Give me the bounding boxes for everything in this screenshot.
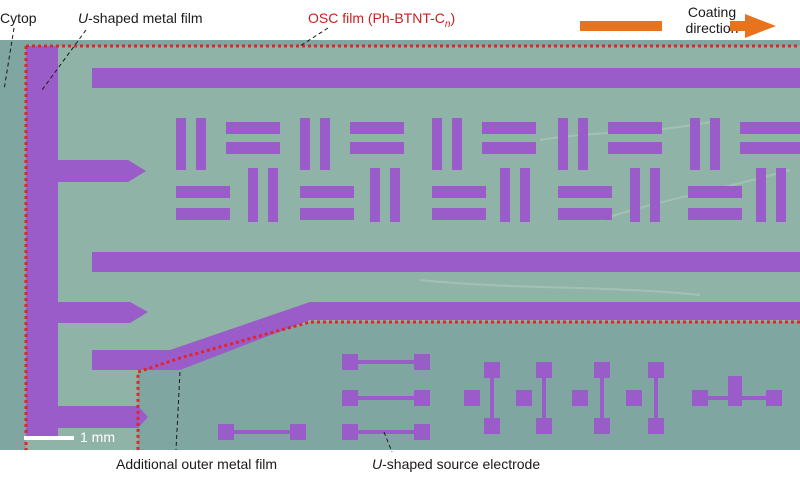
osc-film-label: OSC film (Ph-BTNT-Cn) bbox=[308, 10, 455, 30]
u-metal-suffix: -shaped metal film bbox=[88, 10, 203, 26]
osc-film-region bbox=[26, 46, 800, 450]
osc-suffix: ) bbox=[450, 10, 456, 26]
u-shaped-metal-film-label: U-shaped metal film bbox=[78, 10, 203, 26]
osc-film-outline-lower bbox=[136, 320, 800, 450]
u-shaped-source-electrode-label: U-shaped source electrode bbox=[372, 456, 540, 472]
scale-bar bbox=[24, 436, 74, 440]
coating-direction-arrow-icon bbox=[580, 14, 776, 38]
coating-direction-label: Coating direction bbox=[672, 4, 752, 36]
cytop-label: Cytop bbox=[0, 10, 37, 26]
osc-prefix: OSC film (Ph-BTNT-C bbox=[308, 10, 445, 26]
test-structures bbox=[218, 354, 782, 440]
osc-sub: n bbox=[444, 18, 451, 30]
u-shaped-metal-film bbox=[26, 46, 800, 436]
source-u-italic: U bbox=[372, 456, 383, 472]
scale-bar-label: 1 mm bbox=[80, 429, 115, 445]
outer-metal-film-label: Additional outer metal film bbox=[116, 456, 278, 472]
electrode-array bbox=[176, 118, 800, 222]
u-italic: U bbox=[78, 10, 89, 26]
source-suffix: -shaped source electrode bbox=[382, 456, 541, 472]
coating-line2: direction bbox=[685, 20, 739, 36]
coating-line1: Coating bbox=[687, 4, 737, 20]
device-micrograph bbox=[0, 40, 800, 450]
